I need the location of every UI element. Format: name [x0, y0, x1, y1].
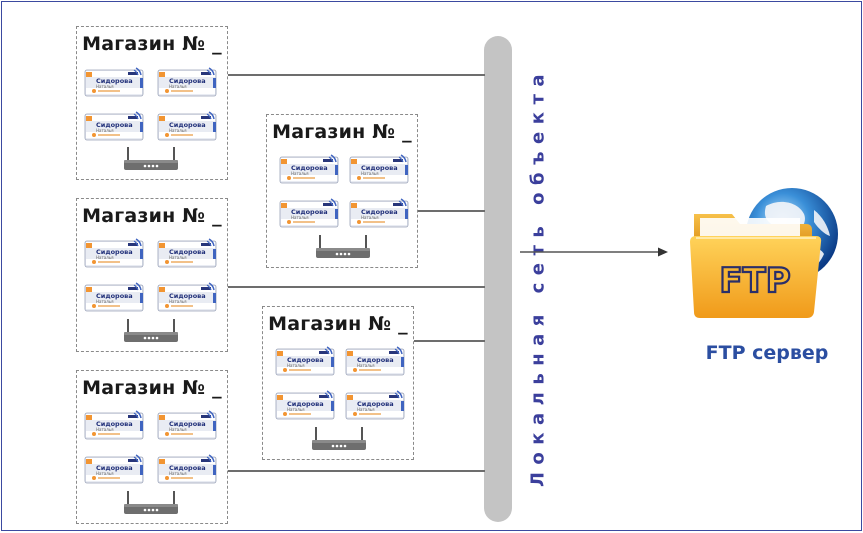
badge-sub: Наталья [169, 128, 187, 133]
badge-sub: Наталья [361, 171, 379, 176]
router-icon [310, 425, 368, 453]
router-icon [122, 145, 180, 173]
store-title: Магазин № _ [272, 121, 412, 143]
router-icon [122, 317, 180, 345]
connector-line [227, 74, 485, 76]
network-label: Локальная сеть объекта [518, 62, 558, 492]
badge-name: Сидорова [169, 77, 206, 85]
folder-icon [690, 214, 822, 318]
store-title: Магазин № _ [82, 205, 222, 227]
badge-name: Сидорова [291, 164, 328, 172]
badge-name: Сидорова [96, 77, 133, 85]
badge-sub: Наталья [96, 299, 114, 304]
badge-name: Сидорова [361, 208, 398, 216]
badge-name: Сидорова [169, 292, 206, 300]
connector-line [416, 210, 485, 212]
badge-name: Сидорова [96, 420, 133, 428]
badge-sub: Наталья [169, 255, 187, 260]
badge-sub: Наталья [169, 427, 187, 432]
badge-name: Сидорова [287, 356, 324, 364]
badge-sub: Наталья [169, 471, 187, 476]
badge-sub: Наталья [291, 215, 309, 220]
badge-sub: Наталья [357, 407, 375, 412]
badge-name: Сидорова [169, 464, 206, 472]
badge-name: Сидорова [169, 248, 206, 256]
badge-sub: Наталья [291, 171, 309, 176]
ftp-logo-text: FTP [719, 261, 790, 301]
badge-name: Сидорова [361, 164, 398, 172]
badge-name: Сидорова [96, 248, 133, 256]
badge-name: Сидорова [291, 208, 328, 216]
badge-sub: Наталья [96, 255, 114, 260]
connector-line [412, 340, 485, 342]
badge-sub: Наталья [96, 427, 114, 432]
badge-sub: Наталья [96, 471, 114, 476]
ftp-server-graphic: FTP [690, 188, 838, 318]
connector-line [227, 470, 485, 472]
badge-name: Сидорова [287, 400, 324, 408]
store-title: Магазин № _ [82, 33, 222, 55]
badge-sub: Наталья [169, 84, 187, 89]
connector-line [227, 286, 485, 288]
ftp-server-caption: FTP сервер [705, 342, 829, 364]
badge-name: Сидорова [169, 121, 206, 129]
store-title: Магазин № _ [82, 377, 222, 399]
badge-sub: Наталья [96, 128, 114, 133]
badge-name: Сидорова [357, 356, 394, 364]
badge-name: Сидорова [96, 121, 133, 129]
store-title: Магазин № _ [268, 313, 408, 335]
badge-sub: Наталья [169, 299, 187, 304]
badge-sub: Наталья [361, 215, 379, 220]
badge-name: Сидорова [169, 420, 206, 428]
badge-name: Сидорова [357, 400, 394, 408]
network-label-text: Локальная сеть объекта [527, 66, 549, 488]
badge-sub: Наталья [96, 84, 114, 89]
badge-name: Сидорова [96, 292, 133, 300]
network-backbone [484, 36, 512, 522]
router-icon [122, 489, 180, 517]
badge-sub: Наталья [287, 407, 305, 412]
arrow-icon [520, 247, 668, 257]
badge-sub: Наталья [357, 363, 375, 368]
badge-sub: Наталья [287, 363, 305, 368]
badge-name: Сидорова [96, 464, 133, 472]
router-icon [314, 233, 372, 261]
